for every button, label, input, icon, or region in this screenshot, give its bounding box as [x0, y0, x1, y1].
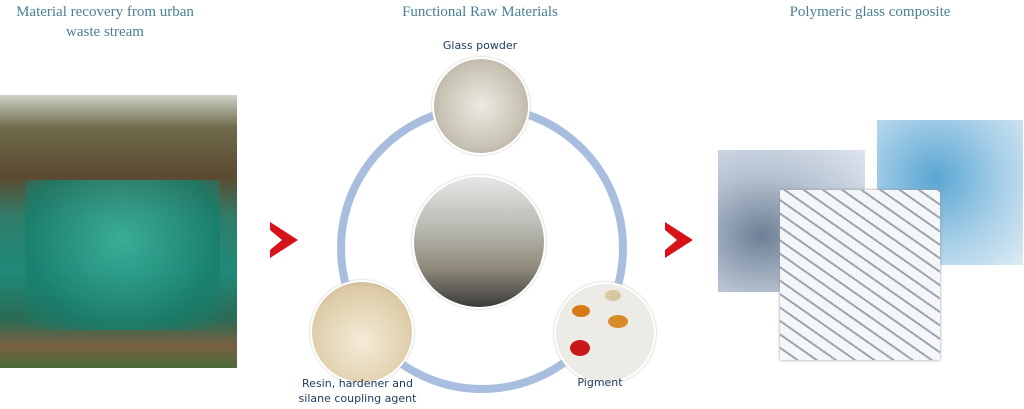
- chevron-notch: [665, 230, 677, 250]
- pigment-tan: [605, 290, 621, 301]
- pigment-orange-2: [608, 315, 628, 328]
- glass-powder-photo: [432, 57, 530, 155]
- composite-tile-veined: [780, 190, 940, 360]
- pigment-photo: [554, 282, 656, 384]
- pigment-red: [570, 340, 590, 356]
- glass-powder-label: Glass powder: [442, 39, 518, 52]
- resin-label: Resin, hardener and silane coupling agen…: [298, 377, 417, 405]
- right-title: Polymeric glass composite: [789, 4, 951, 20]
- resin-bottles-photo: [310, 280, 414, 384]
- center-title: Functional Raw Materials: [402, 4, 558, 20]
- left-title: Material recovery from urban waste strea…: [16, 4, 194, 40]
- container-water: [25, 180, 220, 330]
- lab-equipment-photo: [412, 175, 546, 309]
- chevron-notch: [270, 230, 282, 250]
- pigment-label: Pigment: [577, 376, 623, 389]
- pigment-orange: [572, 305, 590, 317]
